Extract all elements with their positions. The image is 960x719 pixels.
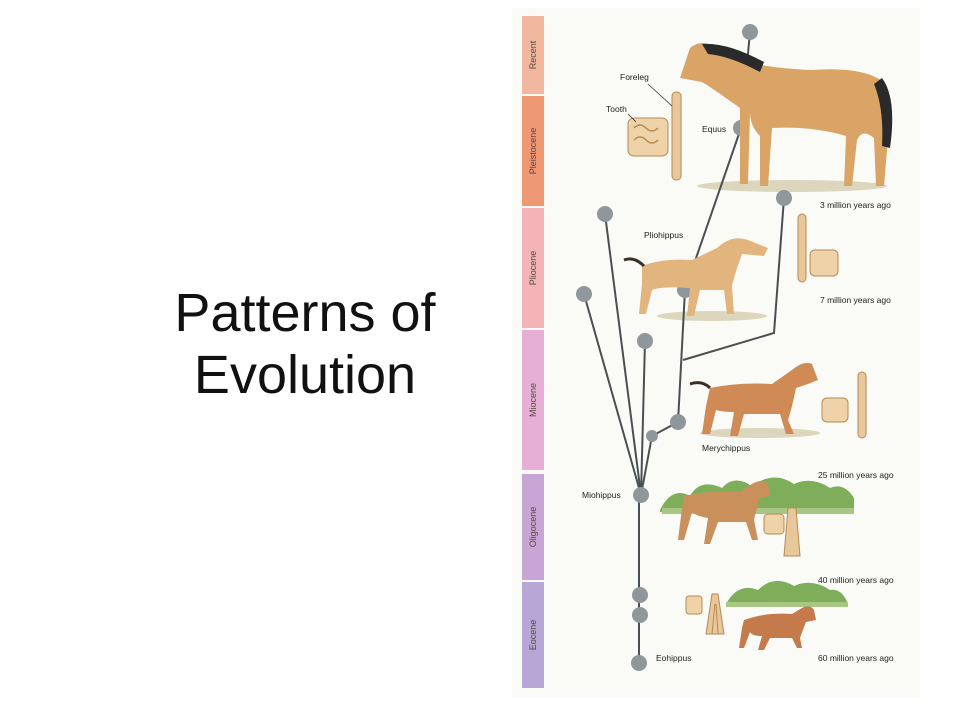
time-25-million: 25 million years ago: [818, 470, 894, 480]
leader-tooth: [627, 113, 637, 123]
epoch-label-recent: Recent: [528, 40, 538, 69]
label-eohippus: Eohippus: [656, 653, 691, 663]
epoch-label-pleistocene: Pleistocene: [528, 128, 538, 175]
branch-to-merychippus: [640, 435, 653, 496]
epoch-label-pliocene: Pliocene: [528, 251, 538, 286]
time-7-million: 7 million years ago: [820, 295, 891, 305]
tooth-miohippus: [763, 513, 785, 535]
equus-tail: [874, 78, 893, 148]
leader-foreleg: [647, 83, 673, 107]
equus-mane: [702, 43, 764, 72]
node-eocene-2: [632, 607, 648, 623]
epoch-label-oligocene: Oligocene: [528, 507, 538, 548]
grass-eocene: [726, 602, 848, 607]
labels: Foreleg Tooth Equus Pliohippus Merychipp…: [582, 72, 894, 663]
node-extinct-3: [637, 333, 653, 349]
node-extinct-1: [576, 286, 592, 302]
epoch-label-eocene: Eocene: [528, 620, 538, 651]
branch-side: [682, 197, 785, 361]
merychippus-body: [702, 362, 818, 436]
tooth-equus: [627, 117, 669, 157]
slide-title: Patterns of Evolution: [120, 282, 490, 406]
branch-to-pliohippus: [677, 289, 686, 423]
label-foreleg: Foreleg: [620, 72, 649, 82]
grass-oligocene: [662, 508, 854, 514]
bushes-eocene: [726, 580, 848, 604]
time-3-million: 3 million years ago: [820, 200, 891, 210]
foreleg-bone-equus: [671, 91, 682, 181]
label-miohippus: Miohippus: [582, 490, 621, 500]
ground-merychippus: [700, 428, 820, 438]
node-merychippus: [670, 414, 686, 430]
horse-miohippus: [678, 481, 770, 544]
fossils: [627, 91, 867, 635]
horse-merychippus: [689, 362, 818, 436]
eohippus-body: [739, 606, 816, 650]
horse-evolution-diagram: Recent Pleistocene Pliocene Miocene Olig…: [512, 8, 920, 698]
pliohippus-tail: [623, 257, 646, 268]
branch-extinct-3: [640, 340, 646, 496]
ground-equus: [697, 180, 887, 192]
merychippus-tail: [689, 381, 712, 390]
branch-extinct-1: [583, 293, 642, 496]
node-miohippus: [633, 487, 649, 503]
foreleg-bone-pliohippus: [797, 213, 807, 283]
foreleg-bone-merychippus: [857, 371, 867, 439]
miohippus-body: [678, 481, 770, 544]
title-line-1: Patterns of: [174, 283, 436, 343]
time-60-million: 60 million years ago: [818, 653, 894, 663]
epoch-pliocene: [522, 208, 544, 328]
horse-eohippus: [739, 606, 816, 650]
ground-pliohippus: [657, 311, 767, 321]
node-extinct-2: [597, 206, 613, 222]
epoch-pleistocene: [522, 96, 544, 206]
foreleg-bone-eohippus: [705, 593, 725, 635]
tooth-eohippus: [685, 595, 703, 615]
epoch-band: Recent Pleistocene Pliocene Miocene Olig…: [522, 16, 544, 688]
epoch-eocene: [522, 582, 544, 688]
node-eohippus: [631, 655, 647, 671]
label-pliohippus: Pliohippus: [644, 230, 683, 240]
time-40-million: 40 million years ago: [818, 575, 894, 585]
node-branch-point: [646, 430, 658, 442]
tooth-merychippus: [821, 397, 849, 423]
tooth-pliohippus: [809, 249, 839, 277]
horse-pliohippus: [623, 238, 768, 316]
label-merychippus: Merychippus: [702, 443, 750, 453]
node-eocene-1: [632, 587, 648, 603]
epoch-oligocene: [522, 474, 544, 580]
epoch-label-miocene: Miocene: [528, 383, 538, 417]
tooth-pattern-equus: [633, 124, 659, 144]
branch-extinct-2: [604, 213, 642, 496]
epoch-recent: [522, 16, 544, 94]
horse-equus: [680, 43, 893, 186]
foreleg-bone-miohippus: [783, 507, 801, 557]
node-side-end: [776, 190, 792, 206]
equus-body: [680, 43, 891, 186]
label-tooth: Tooth: [606, 104, 627, 114]
epoch-miocene: [522, 330, 544, 470]
label-equus: Equus: [702, 124, 726, 134]
node-recent: [742, 24, 758, 40]
pliohippus-body: [639, 238, 768, 316]
title-line-2: Evolution: [193, 345, 417, 405]
